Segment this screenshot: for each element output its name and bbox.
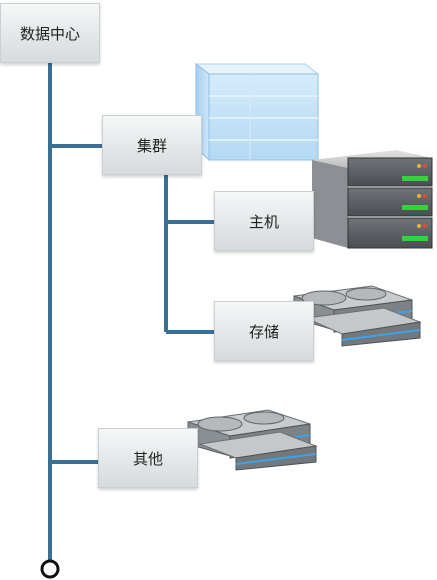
datacenter-label: 数据中心: [19, 24, 80, 43]
datacenter-node[interactable]: 数据中心: [0, 3, 100, 63]
other-node[interactable]: 其他: [98, 428, 198, 488]
trunk-end-circle: [40, 559, 60, 579]
storage-node[interactable]: 存储: [214, 301, 314, 361]
cluster-node[interactable]: 集群: [102, 115, 202, 175]
host-node[interactable]: 主机: [214, 191, 314, 251]
other-label: 其他: [132, 449, 163, 468]
storage-label: 存储: [248, 322, 279, 341]
cluster-label: 集群: [136, 136, 167, 155]
host-label: 主机: [248, 212, 279, 231]
